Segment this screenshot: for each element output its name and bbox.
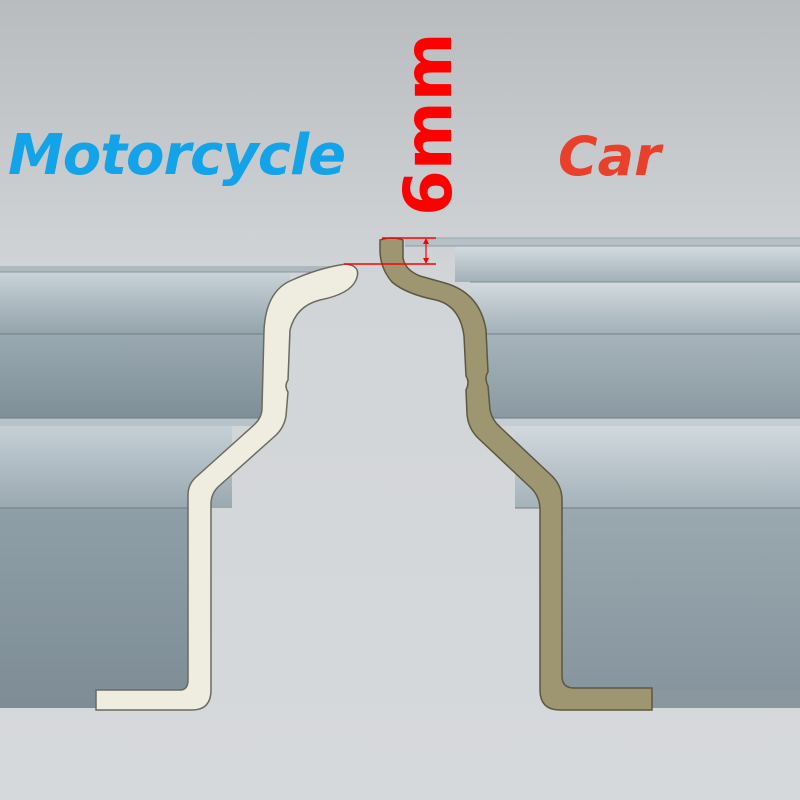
dimension-marker (344, 237, 436, 265)
car-label: Car (558, 125, 661, 188)
dimension-label: 6mm (390, 32, 467, 216)
dimension-arrow-down (423, 258, 429, 264)
motorcycle-rim-profile (95, 263, 359, 711)
car-rim-body (405, 237, 800, 708)
motorcycle-label: Motorcycle (8, 123, 346, 188)
dimension-arrow-up (423, 238, 429, 244)
car-rim-profile (379, 237, 653, 711)
